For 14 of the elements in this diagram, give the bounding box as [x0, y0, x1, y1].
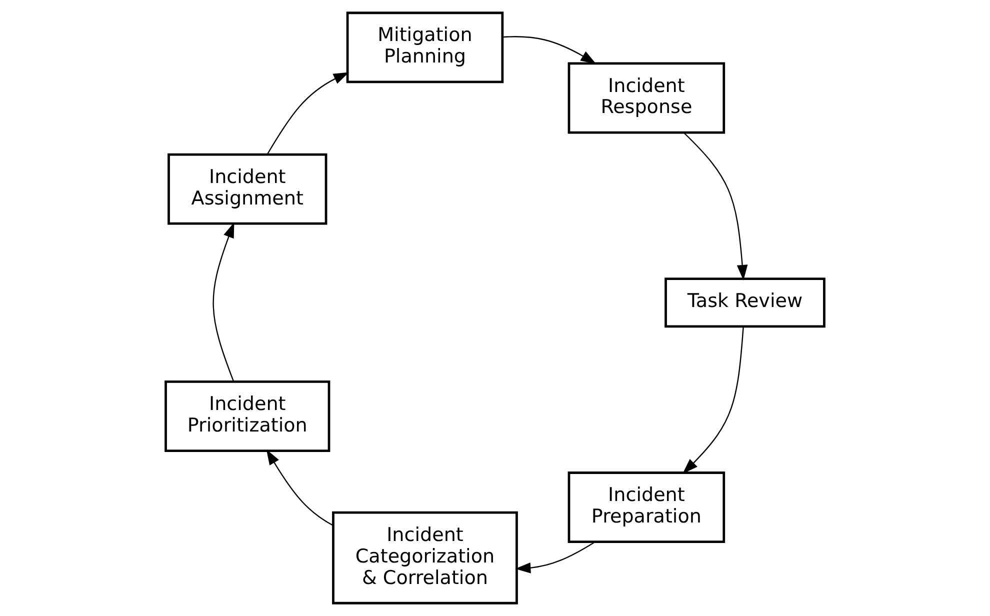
arrow — [266, 449, 334, 526]
node-box: Incident Preparation — [568, 472, 726, 544]
node-box: Incident Categorization & Correlation — [332, 511, 518, 604]
arrow — [266, 72, 350, 155]
arrow — [684, 132, 748, 280]
arrow — [212, 222, 234, 382]
node-box: Mitigation Planning — [346, 12, 504, 84]
node-box: Incident Response — [568, 62, 726, 134]
arrow — [502, 36, 596, 64]
node-box: Incident Assignment — [168, 153, 328, 225]
arrow — [682, 326, 744, 474]
node-box: Task Review — [664, 278, 826, 328]
node-box: Incident Prioritization — [164, 380, 330, 452]
arrow — [515, 542, 596, 574]
